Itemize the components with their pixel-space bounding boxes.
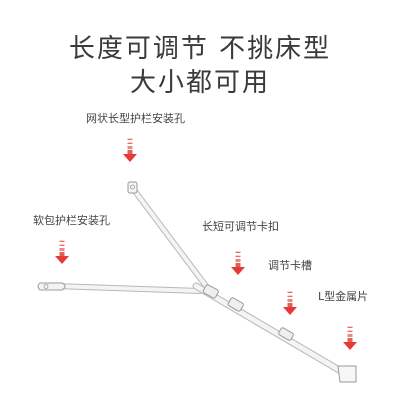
headline-line-2: 大小都可用 [129, 68, 270, 98]
l-bracket [337, 365, 357, 383]
headline-line-1: 长度可调节 不挑床型 [68, 34, 332, 64]
label-l-bracket: L型金属片 [318, 290, 369, 303]
soft-guard-hook [37, 282, 66, 291]
mesh-guard-hook [127, 181, 138, 194]
down-arrow-icon [123, 138, 137, 162]
down-arrow-icon [55, 240, 69, 264]
down-arrow-icon [283, 291, 297, 315]
main-rod [192, 282, 350, 378]
label-soft-guard-hole: 软包护栏安装孔 [33, 214, 110, 227]
adjust-slot [278, 327, 294, 341]
down-arrow-icon [343, 326, 357, 350]
label-length-clip: 长短可调节卡扣 [202, 220, 279, 233]
long-rod [131, 187, 209, 289]
short-rod [52, 283, 203, 294]
label-mesh-guard-hole: 网状长型护栏安装孔 [86, 112, 185, 125]
length-adjust-clip [202, 284, 244, 312]
label-adjust-slot: 调节卡槽 [268, 259, 312, 272]
down-arrow-icon [231, 251, 245, 275]
